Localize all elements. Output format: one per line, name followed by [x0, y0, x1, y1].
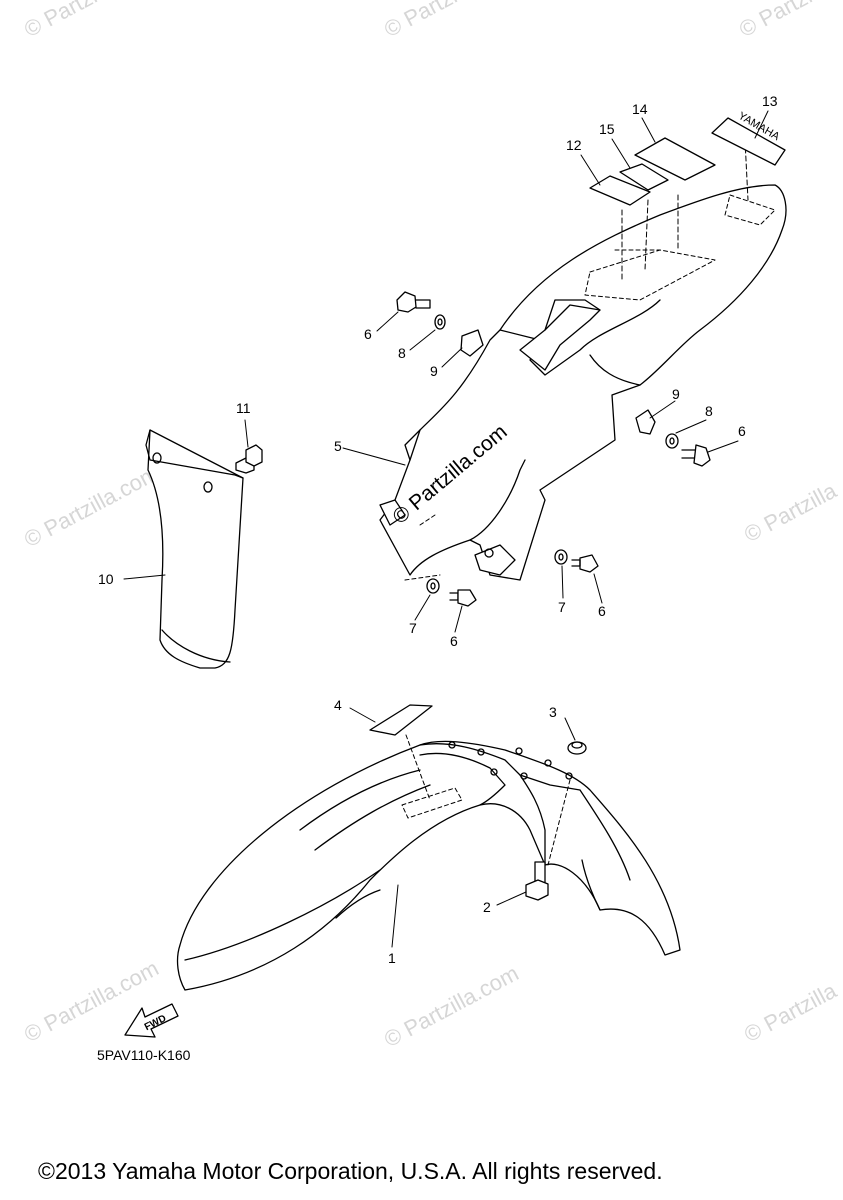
callout-label: 3 — [549, 704, 557, 720]
callout-label: 7 — [409, 620, 417, 636]
bolt-part-6-lower-right — [571, 554, 599, 573]
decal-part-4 — [369, 704, 433, 736]
bolt-part-2 — [525, 861, 549, 901]
decal-part-15 — [619, 163, 669, 191]
callout-label: 9 — [430, 363, 438, 379]
forward-arrow-icon — [124, 1003, 179, 1038]
callout-label: 7 — [558, 599, 566, 615]
callout-label: 6 — [364, 326, 372, 342]
drawing-code: 5PAV110-K160 — [97, 1047, 191, 1063]
bolt-part-11 — [235, 444, 263, 474]
bolt-part-6-upper-left — [396, 291, 431, 313]
callout-label: 6 — [738, 423, 746, 439]
washer-part-7-lower-left — [426, 578, 440, 594]
callout-label: 9 — [672, 386, 680, 402]
mud-flap-part — [145, 429, 244, 669]
grommet-part-3 — [567, 741, 587, 755]
callout-label: 6 — [450, 633, 458, 649]
rear-fender-part — [379, 139, 787, 581]
callout-label: 11 — [236, 400, 251, 416]
callout-label: 1 — [388, 950, 396, 966]
callout-labels: 1 2 3 4 5 6 6 6 6 7 7 8 8 9 9 10 11 12 1… — [98, 93, 778, 966]
nut-part-9-upper-left — [460, 329, 484, 357]
callout-label: 10 — [98, 571, 114, 587]
decal-part-13 — [711, 117, 786, 166]
callout-label: 12 — [566, 137, 582, 153]
callout-label: 2 — [483, 899, 491, 915]
decal-part-14 — [634, 137, 716, 181]
nut-part-9-right — [635, 409, 656, 435]
bolt-part-6-lower-left — [449, 589, 477, 607]
copyright-notice: ©2013 Yamaha Motor Corporation, U.S.A. A… — [38, 1158, 663, 1184]
callout-label: 14 — [632, 101, 648, 117]
bolt-part-6-right — [681, 444, 711, 467]
washer-part-8-upper-left — [434, 314, 446, 330]
washer-part-7-lower-right — [554, 549, 568, 565]
front-fender-part — [176, 734, 681, 991]
decal-part-12 — [589, 175, 651, 206]
callout-label: 4 — [334, 697, 342, 713]
callout-label: 15 — [599, 121, 615, 137]
callout-label: 5 — [334, 438, 342, 454]
callout-label: 6 — [598, 603, 606, 619]
callout-label: 13 — [762, 93, 778, 109]
washer-part-8-right — [665, 433, 679, 449]
callout-label: 8 — [398, 345, 406, 361]
callout-label: 8 — [705, 403, 713, 419]
